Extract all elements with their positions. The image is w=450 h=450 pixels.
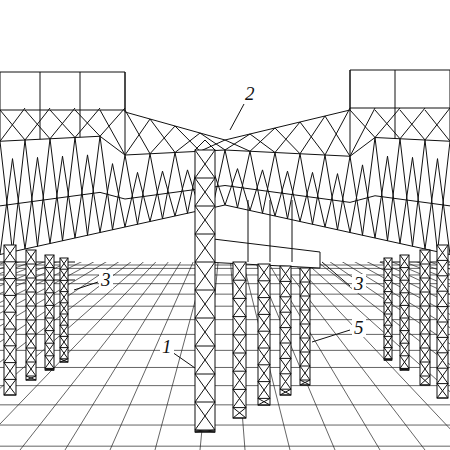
leader-line (172, 352, 195, 368)
leader-lines (74, 104, 350, 368)
callout-number: 3 (352, 274, 366, 293)
leader-line (322, 262, 350, 286)
callout-number: 3 (99, 270, 113, 289)
leader-line (312, 330, 350, 342)
floor-grid (0, 262, 450, 450)
callout-number: 5 (352, 318, 366, 337)
callout-number: 1 (160, 337, 174, 356)
leader-line (74, 282, 98, 290)
roof-space-frame (0, 70, 450, 255)
callout-number: 2 (243, 84, 257, 103)
lattice-columns (0, 140, 450, 432)
leader-line (230, 104, 244, 130)
